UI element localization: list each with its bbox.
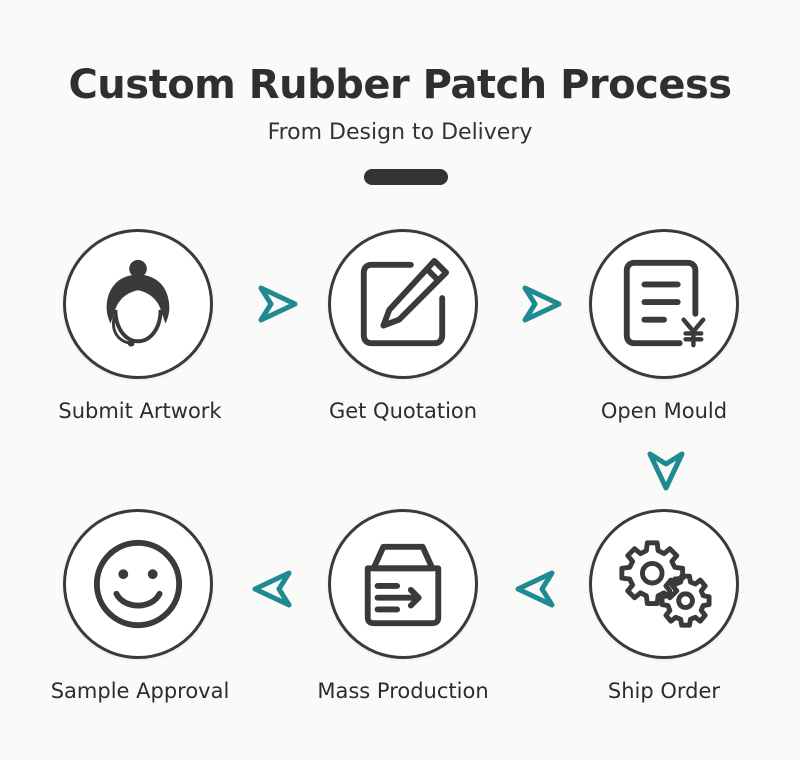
step-submit-artwork-label: Submit Artwork (58, 399, 222, 423)
step-sample-approval-circle (63, 509, 213, 659)
gears-icon (619, 540, 712, 628)
step-ship-order-label: Ship Order (607, 679, 721, 703)
step-open-mould-circle (589, 229, 739, 379)
invoice-yen-icon (623, 259, 706, 348)
page-title: Custom Rubber Patch Process (68, 62, 732, 108)
step-sample-approval-label: Sample Approval (50, 679, 230, 703)
step-mass-production-circle (328, 509, 478, 659)
step-mass-production-label: Mass Production (317, 679, 489, 703)
arrow-down-icon (647, 451, 685, 491)
arrow-right-icon (258, 285, 298, 323)
edit-pencil-icon (360, 257, 450, 347)
arrow-right-icon (522, 285, 562, 323)
customer-service-headset-icon (106, 259, 170, 347)
title-divider (364, 169, 448, 185)
step-get-quotation-circle (328, 229, 478, 379)
box-arrow-icon (364, 543, 442, 627)
arrow-left-icon (515, 570, 555, 608)
step-open-mould-label: Open Mould (600, 399, 728, 423)
step-submit-artwork-circle (63, 229, 213, 379)
arrow-left-icon (252, 570, 292, 608)
smiley-face-icon (93, 539, 183, 629)
step-ship-order-circle (589, 509, 739, 659)
step-get-quotation-label: Get Quotation (328, 399, 478, 423)
page-subtitle: From Design to Delivery (267, 120, 533, 145)
